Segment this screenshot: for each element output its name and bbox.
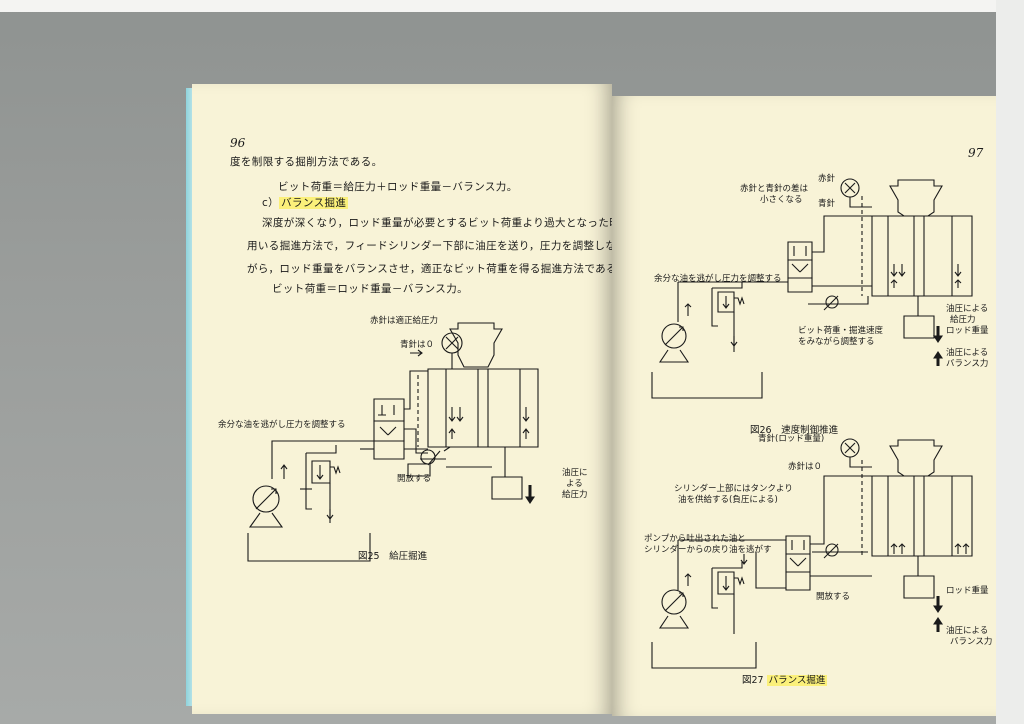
label-rod-weight: ロッド重量 [946,586,989,596]
body-line: 度を制限する掘削方法である。 [230,156,383,168]
section-marker: c） [262,197,280,209]
label-blue-needle: 青針は０ [400,340,435,350]
label-excess-oil: 余分な油を逃がし圧力を調整する [654,274,782,284]
label-balance-2: バランス力 [950,637,993,647]
relief-valve [312,461,330,483]
figure27-caption-prefix: 図27 [742,675,764,686]
label-diff-2: 小さくなる [760,195,803,205]
label-by-pressure-1: 油圧による [946,304,989,314]
relief-valve [718,292,734,312]
directional-valve-top [374,399,404,421]
section-heading: c）バランス掘進 [262,195,349,210]
label-oil-pressure-1: 油圧に [562,468,588,478]
book-edge [186,88,194,706]
cylinder-housing [872,476,972,556]
oil-tank [248,533,370,561]
cylinder-housing [872,216,972,296]
label-by-pressure-2: 給圧力 [950,315,976,325]
label-rod-weight: ロッド重量 [946,326,989,336]
figure26-caption: 図26 速度制御推進 [750,425,839,436]
label-open: 開放する [816,592,851,602]
right-page: 97 [612,96,996,716]
scan-border-top [0,0,1024,12]
label-pump-1: ポンプから吐出された油と [644,534,746,544]
label-tank-2: 油を供給する(負圧による) [678,495,778,505]
label-tank-1: シリンダー上部にはタンクより [674,484,793,494]
label-balance-1: 油圧による [946,626,989,636]
body-line: 深度が深くなり，ロッド重量が必要とするビット荷重より過大となった時 [262,217,621,229]
figure25-diagram [230,309,590,569]
label-balance-1: 油圧による [946,348,989,358]
label-excess-oil: 余分な油を逃がし圧力を調整する [218,420,346,430]
label-blue: 青針 [818,199,836,209]
rod-weight-block [492,477,522,499]
label-oil-pressure-2: よる [566,479,583,489]
figure27-caption: 図27 バランス掘進 [742,672,828,686]
swivel-head [890,440,942,476]
figure26-diagram [648,176,968,416]
scan-border-right [996,0,1024,724]
label-adjust-1: ビット荷重・掘進速度 [798,326,884,336]
label-red: 赤針は０ [788,462,823,472]
label-adjust-2: をみながら調整する [798,337,875,347]
pump [662,590,686,614]
swivel-head [890,180,942,216]
relief-valve [718,572,734,594]
label-oil-pressure-3: 給圧力 [562,490,588,500]
label-red: 赤針 [818,174,836,184]
label-open: 開放する [397,474,432,484]
label-red-needle: 赤針は適正給圧力 [370,316,439,326]
page-number: 96 [230,136,246,150]
swivel-head [450,323,502,367]
figure25-caption: 図25 給圧掘進 [358,551,428,562]
left-page: 96 度を制限する掘削方法である。 ビット荷重＝給圧力＋ロッド重量－バランス力。… [192,84,627,714]
formula-line: ビット荷重＝給圧力＋ロッド重量－バランス力。 [278,181,518,193]
pump [662,324,686,348]
cylinder-housing [428,369,538,447]
label-balance-2: バランス力 [946,359,989,369]
page-number: 97 [968,146,984,160]
figure27-diagram [648,436,968,686]
formula-line: ビット荷重＝ロッド重量－バランス力。 [272,283,468,295]
directional-valve-top [788,242,812,260]
oil-tank [652,372,762,398]
body-line: がら，ロッド重量をバランスさせ，適正なビット荷重を得る掘進方法である。 [247,263,628,275]
body-line: 用いる掘進方法で，フィードシリンダー下部に油圧を送り，圧力を調整しな [247,240,617,252]
figure27-caption-highlight: バランス掘進 [766,675,828,686]
section-title: バランス掘進 [279,197,349,209]
rod-weight-block [904,316,934,338]
label-blue: 青針(ロッド重量) [758,434,825,444]
rod-weight-block [904,576,934,598]
label-pump-2: シリンダーからの戻り油を逃がす [644,545,772,555]
label-diff-1: 赤針と青針の差は [740,184,809,194]
pump [253,486,279,512]
directional-valve-top [786,536,810,554]
oil-tank [652,642,756,668]
